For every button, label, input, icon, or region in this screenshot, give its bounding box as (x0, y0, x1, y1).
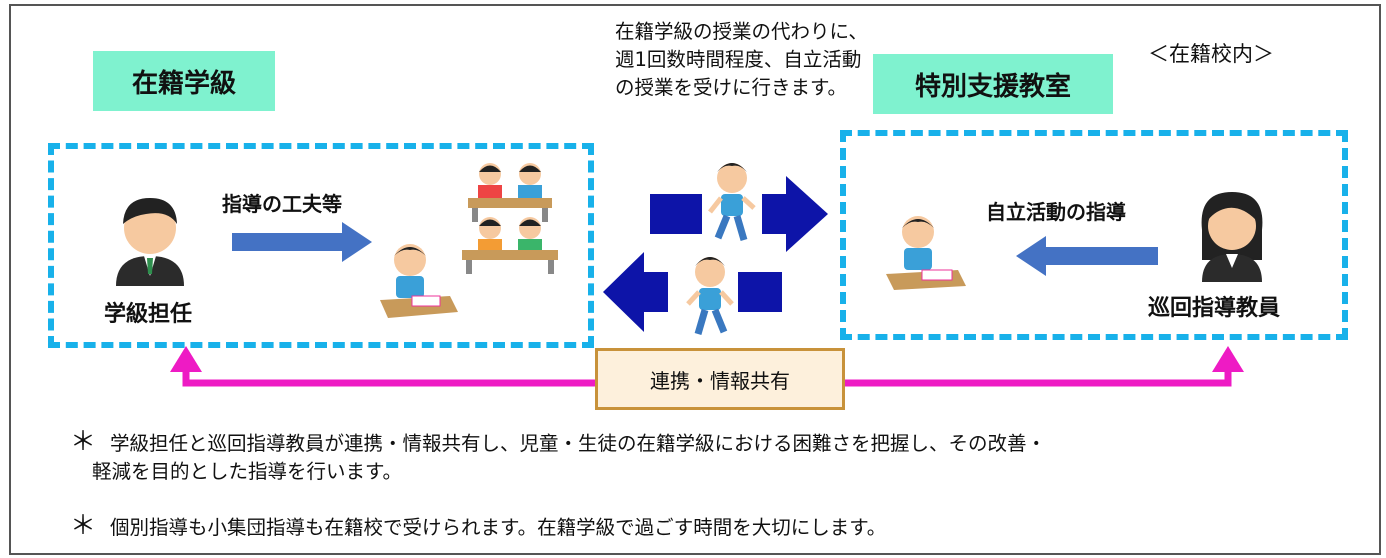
note-1-mark: ＊ (70, 427, 97, 457)
walking-child-icon (708, 163, 756, 241)
resource-arrow-label: 自立活動の指導 (986, 200, 1126, 224)
student-desk-icon (886, 216, 966, 290)
resource-room-label: 特別支援教室 (873, 54, 1113, 114)
note-2-mark: ＊ (70, 511, 97, 541)
self-reliance-arrow (1016, 236, 1158, 276)
return-to-homeroom-arrow (603, 252, 782, 332)
homeroom-arrow-label: 指導の工夫等 (222, 192, 342, 216)
note-1-line-1: 学級担任と巡回指導教員が連携・情報共有し、児童・生徒の在籍学級における困難さを把… (110, 432, 1047, 455)
homeroom-teacher-label: 学級担任 (104, 302, 193, 327)
collaboration-connector (170, 346, 1244, 387)
school-tag: ＜在籍校内＞ (1148, 42, 1274, 66)
walking-child-icon (686, 257, 734, 335)
homeroom-label: 在籍学級 (93, 51, 275, 111)
guidance-arrow (232, 222, 372, 262)
collaboration-box: 連携・情報共有 (595, 348, 845, 410)
note-2: ＊ 個別指導も小集団指導も在籍校で受けられます。在籍学級で過ごす時間を大切にします… (70, 512, 886, 542)
teacher-male-icon (116, 198, 184, 286)
resource-room-zone (840, 130, 1348, 340)
transfer-note: 在籍学級の授業の代わりに、週1回数時間程度、自立活動の授業を受けに行きます。 (615, 20, 868, 99)
note-1: ＊ 学級担任と巡回指導教員が連携・情報共有し、児童・生徒の在籍学級における困難さを… (70, 428, 1046, 486)
collaboration-label: 連携・情報共有 (650, 368, 790, 393)
classroom-students-icon (462, 163, 558, 274)
teacher-female-icon (1201, 192, 1263, 282)
go-to-resource-arrow (650, 176, 828, 252)
resource-teacher-label: 巡回指導教員 (1148, 296, 1281, 321)
note-1-line-2: 軽減を目的とした指導を行います。 (92, 460, 403, 483)
note-2-line-1: 個別指導も小集団指導も在籍校で受けられます。在籍学級で過ごす時間を大切にします。 (110, 516, 887, 539)
student-desk-icon (380, 244, 458, 318)
homeroom-zone (48, 143, 594, 348)
